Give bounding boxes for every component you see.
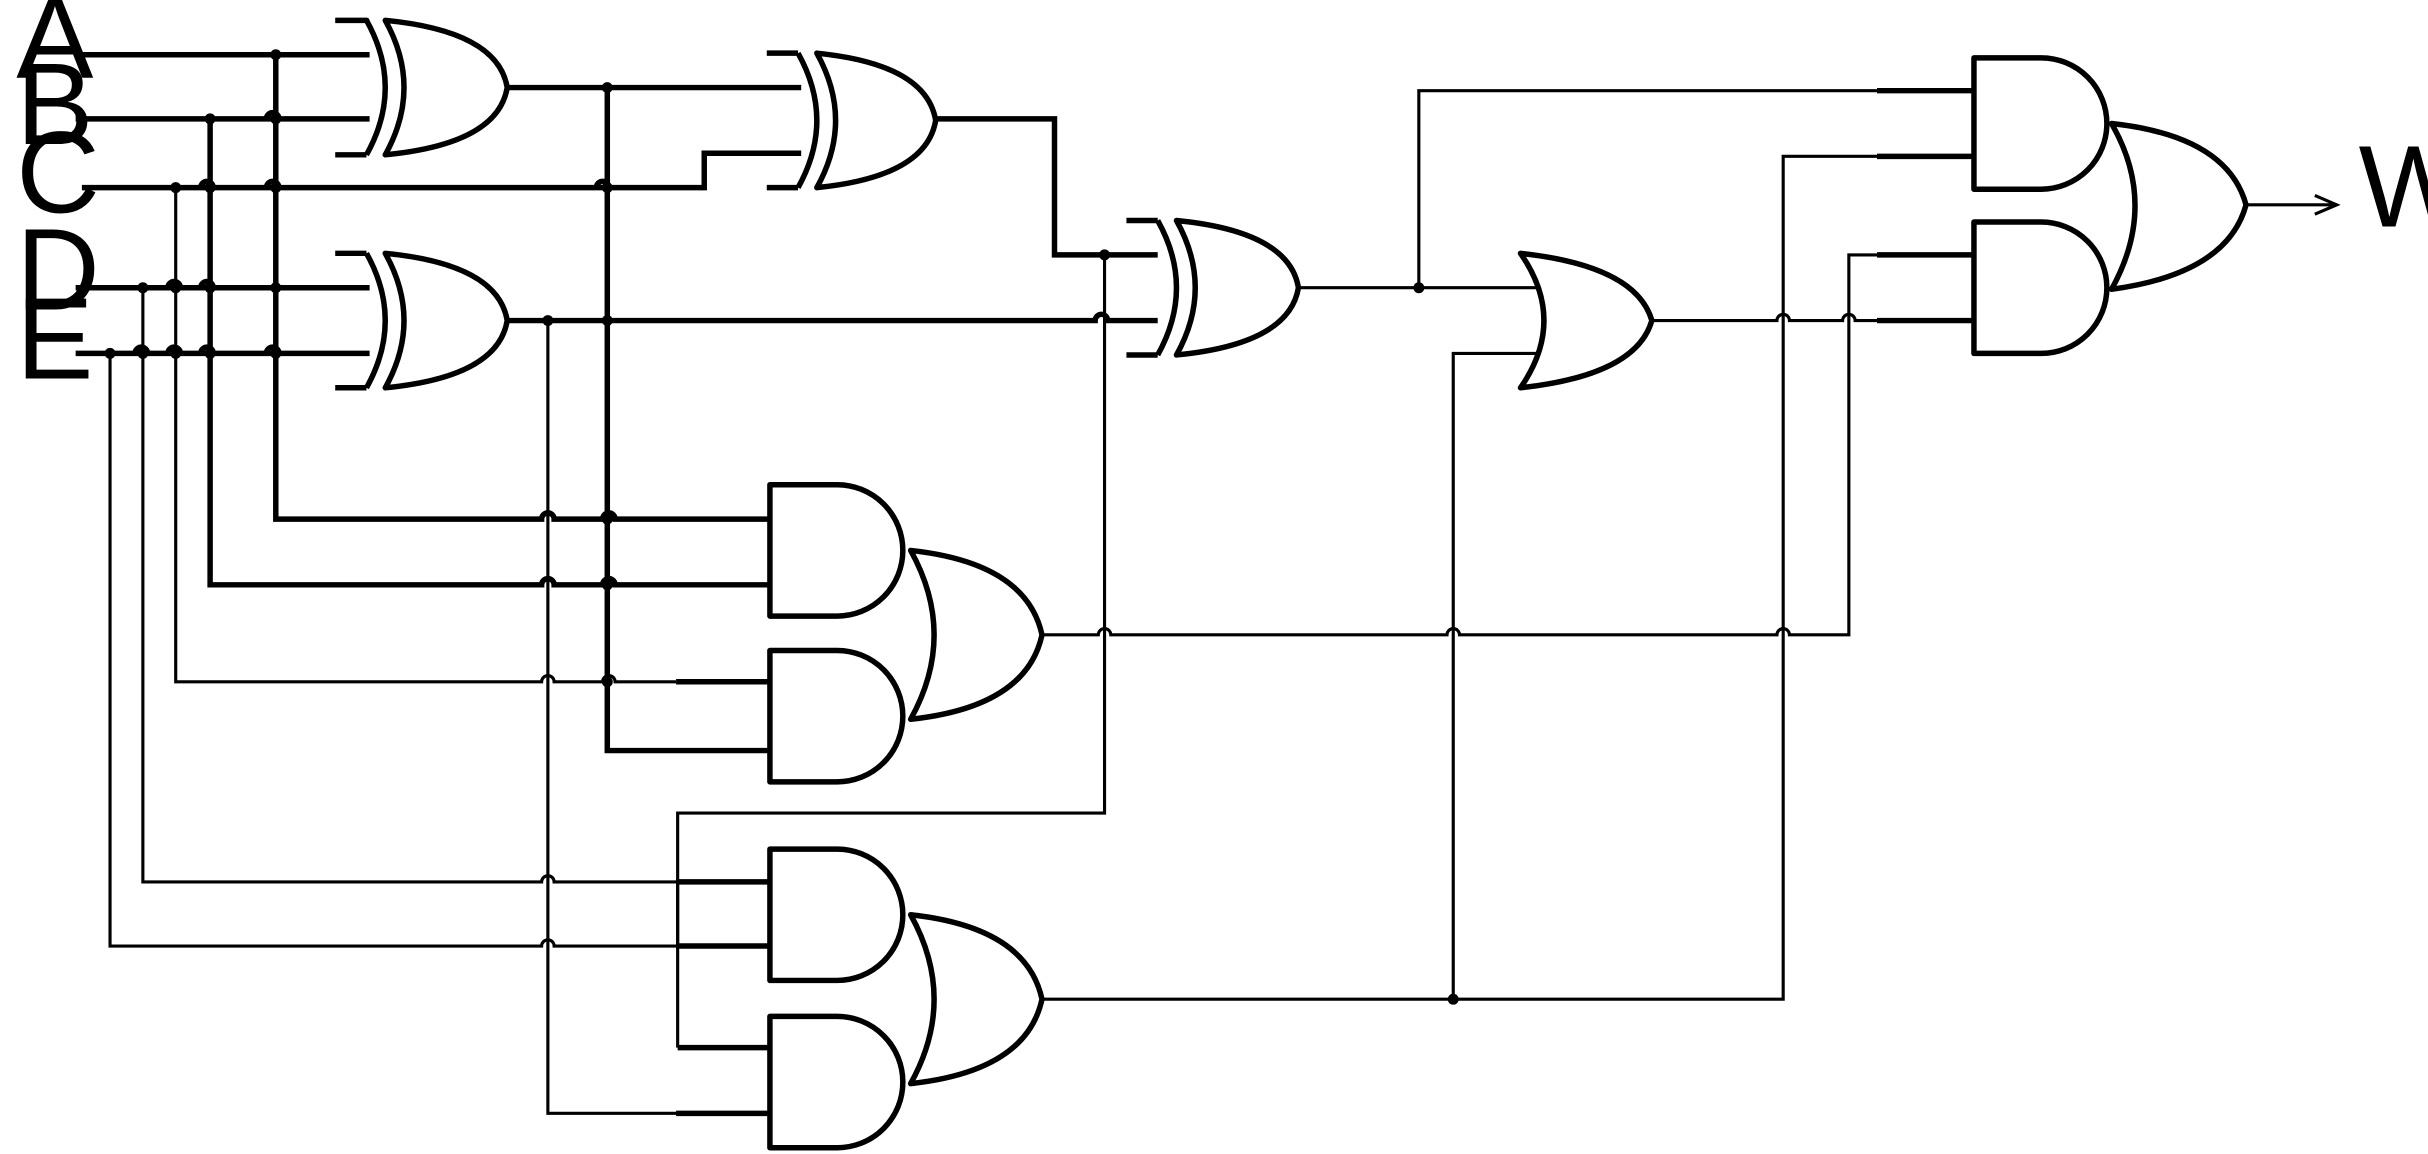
or-gate-final — [2108, 120, 2249, 293]
xor-gate-2 — [335, 250, 510, 391]
input-label-c: C — [16, 108, 100, 238]
wire-xor4-tap — [1417, 89, 1974, 288]
xor-gate-1 — [335, 17, 510, 158]
junction-dots — [104, 49, 1459, 1005]
and-gate-5 — [1971, 55, 2110, 192]
wire-c-tap — [174, 187, 677, 684]
and-gate-3 — [767, 846, 906, 984]
wire-e-tap — [108, 353, 677, 948]
wire-xor1-tap — [604, 87, 770, 754]
wire-or3-out — [1651, 312, 1974, 323]
xor-gate-3 — [766, 50, 939, 191]
wire-or2-tap — [1451, 351, 1549, 1000]
wire-xor2-out — [507, 311, 1158, 324]
input-label-e: E — [16, 273, 93, 403]
input-label-b: B — [16, 39, 93, 169]
and-gate-4 — [767, 1013, 906, 1151]
wire-or2-out — [1041, 154, 1974, 1001]
wire-xor3-out — [935, 116, 1158, 258]
input-label-a: A — [16, 0, 93, 103]
wire-or1-out — [1041, 253, 1974, 637]
output-arrow — [2246, 194, 2341, 216]
middle-right-wires — [1041, 87, 1974, 1001]
and-gate-6 — [1971, 219, 2110, 357]
output-label-w: W — [2359, 122, 2428, 252]
or-gate-1 — [907, 547, 1045, 723]
input-label-d: D — [16, 205, 100, 335]
or-gate-2 — [907, 912, 1045, 1087]
input-bus-wires — [75, 51, 802, 357]
wire-c — [81, 150, 802, 191]
and-gate-1 — [767, 482, 906, 619]
and-gate-2 — [767, 647, 906, 785]
wire-b-tap — [207, 118, 770, 588]
wire-a-tap — [273, 54, 770, 522]
xor-gate-4 — [1126, 217, 1302, 358]
wire-xor2-tap — [546, 320, 770, 1115]
or-gate-3 — [1517, 250, 1655, 391]
